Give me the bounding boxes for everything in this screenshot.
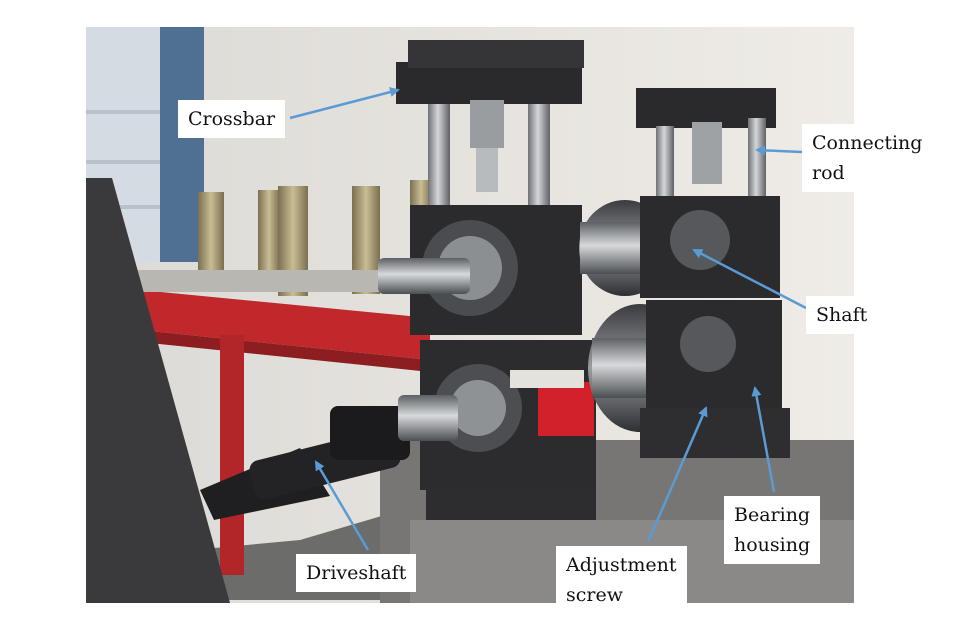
bearing-housing-text-1: Bearing [734, 504, 811, 526]
arrow-crossbar [289, 87, 400, 120]
arrow-driveshaft [314, 460, 370, 551]
label-connecting-rod: Connecting rod [802, 124, 933, 192]
bearing-housing-text-2: housing [734, 534, 811, 556]
arrow-connecting-rod [755, 145, 803, 156]
arrow-shaft [692, 248, 807, 310]
label-shaft: Shaft [806, 296, 878, 334]
label-driveshaft: Driveshaft [296, 554, 417, 592]
adjustment-screw-text-2: screw [566, 584, 623, 606]
shaft-stub [378, 258, 470, 294]
driveshaft-assembly [200, 395, 458, 520]
connecting-rod-text-2: rod [812, 162, 845, 184]
label-bearing-housing: Bearing housing [724, 496, 821, 564]
arrow-adjustment-screw [646, 406, 708, 543]
adjustment-screw-text-1: Adjustment [566, 554, 677, 576]
driveshaft-text: Driveshaft [306, 562, 407, 584]
label-crossbar: Crossbar [178, 100, 286, 138]
crossbar-text: Crossbar [188, 108, 276, 130]
dark-panel [86, 178, 230, 603]
shaft-text: Shaft [816, 304, 868, 326]
connecting-rod-text-1: Connecting [812, 132, 923, 154]
main-roll-stand [396, 40, 596, 536]
label-adjustment-screw: Adjustment screw [556, 546, 687, 614]
arrow-bearing-housing [751, 386, 776, 493]
annotation-arrows [289, 87, 807, 551]
red-frame [132, 270, 432, 575]
